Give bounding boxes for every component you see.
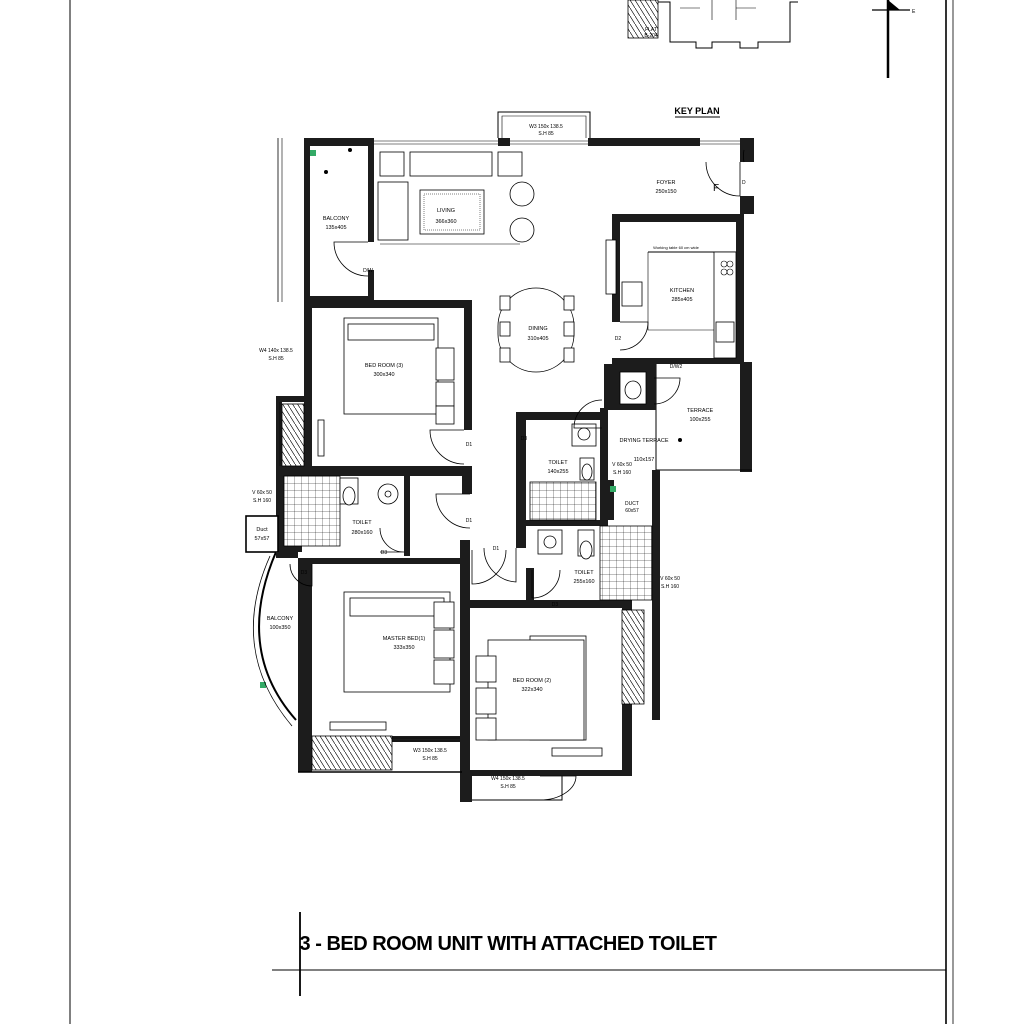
door-d2: D2	[615, 336, 622, 342]
toilet1-name: TOILET	[352, 520, 372, 526]
room-labels: LIVING 366x360 DINING 310x405 FOYER 250x…	[255, 180, 747, 693]
kitchen-name: KITCHEN	[670, 288, 694, 294]
bed3-name: BED ROOM (3)	[365, 363, 403, 369]
drain-marks	[260, 148, 682, 688]
door-d3-c: D3	[301, 570, 308, 576]
bed2-name: BED ROOM (2)	[513, 678, 551, 684]
w4-left-label: W4 140x 138.5	[259, 348, 293, 354]
sheet-border	[69, 0, 954, 1024]
main-door-label: D	[742, 180, 746, 186]
living-size: 366x360	[435, 219, 456, 225]
toilet3-fixtures	[537, 525, 653, 601]
door-d3-b: D3	[381, 550, 388, 556]
living-name: LIVING	[437, 208, 455, 214]
toilet1-fixtures	[283, 475, 399, 547]
kitchen-size: 285x405	[671, 297, 692, 303]
toilet2-size: 140x255	[547, 469, 568, 475]
windows	[279, 140, 740, 742]
door-d1-b: D1	[466, 518, 473, 524]
terrace-name: TERRACE	[687, 408, 714, 414]
w3-top-sill: S.H 85	[538, 131, 554, 137]
duct-name: Duct	[256, 527, 268, 533]
key-plan: FLAT B-204	[627, 0, 798, 49]
balcony-top-name: BALCONY	[323, 216, 350, 222]
title-block: 3 - BED ROOM UNIT WITH ATTACHED TOILET	[272, 912, 946, 996]
w3-bottom-sill: S.H 85	[422, 756, 438, 762]
master-size: 333x350	[393, 645, 414, 651]
w4-bottom-label: W4 150x 138.5	[491, 776, 525, 782]
drawing-title: 3 - BED ROOM UNIT WITH ATTACHED TOILET	[300, 933, 717, 955]
balcony-left-size: 100x350	[269, 625, 290, 631]
small-duct-label: DUCT	[625, 501, 639, 507]
bed3-furniture	[281, 317, 455, 467]
drying-name: DRYING TERRACE	[619, 438, 668, 444]
f-mark: F	[713, 183, 719, 194]
key-plan-flat-sub: B-204	[644, 33, 658, 39]
kitchen-fixtures	[605, 239, 737, 359]
small-duct-size: 60x57	[625, 508, 639, 514]
v-right-label: V 60x 50	[660, 576, 680, 582]
v-mid-sill: S.H 160	[613, 470, 631, 476]
living-furniture	[377, 151, 535, 245]
left-curved-balcony	[253, 551, 298, 727]
door-d3-a: D3	[521, 436, 528, 442]
dining-name: DINING	[528, 326, 547, 332]
door-dw: D/W	[363, 268, 373, 274]
door-dw2: D/W2	[670, 364, 683, 370]
bed2-furniture	[475, 609, 645, 757]
balcony-left-name: BALCONY	[267, 616, 294, 622]
duct-size: 57x57	[255, 536, 270, 542]
wash-basin	[619, 371, 647, 405]
w3-top-label: W3 150x 138.5	[529, 124, 563, 130]
w4-left-sill: S.H 85	[268, 356, 284, 362]
door-d1-a: D1	[466, 442, 473, 448]
balcony-top-size: 135x405	[325, 225, 346, 231]
door-d1-c: D1	[493, 546, 500, 552]
foyer-name: FOYER	[657, 180, 676, 186]
toilet3-size: 255x160	[573, 579, 594, 585]
v-mid-label: V 60x 50	[612, 462, 632, 468]
kitchen-counter-note: Working table 60 cm wide	[653, 245, 700, 250]
master-name: MASTER BED(1)	[383, 636, 426, 642]
key-plan-label: KEY PLAN	[674, 106, 719, 116]
bed3-size: 300x340	[373, 372, 394, 378]
terrace-size: 100x255	[689, 417, 710, 423]
north-arrow: E	[872, 0, 916, 78]
dining-size: 310x405	[527, 336, 548, 342]
annotations: W3 150x 138.5 S.H 85 W4 140x 138.5 S.H 8…	[252, 124, 682, 790]
w4-bottom-sill: S.H 85	[500, 784, 516, 790]
foyer-size: 250x150	[655, 189, 676, 195]
toilet2-fixtures	[529, 423, 597, 521]
toilet1-size: 280x160	[351, 530, 372, 536]
v-right-sill: S.H 160	[661, 584, 679, 590]
v-left-sill: S.H 160	[253, 498, 271, 504]
toilet3-name: TOILET	[574, 570, 594, 576]
bed2-size: 322x340	[521, 687, 542, 693]
master-bed-furniture	[329, 591, 455, 731]
w3-bottom-label: W3 150x 138.5	[413, 748, 447, 754]
key-plan-flat-label: FLAT	[645, 27, 657, 33]
north-label: E	[912, 9, 916, 15]
v-left-label: V 60x 50	[252, 490, 272, 496]
dining-furniture	[497, 287, 575, 373]
drying-size: 110x157	[634, 457, 655, 463]
toilet2-name: TOILET	[548, 460, 568, 466]
doors	[289, 149, 745, 801]
door-d3-d: D3	[552, 602, 559, 608]
